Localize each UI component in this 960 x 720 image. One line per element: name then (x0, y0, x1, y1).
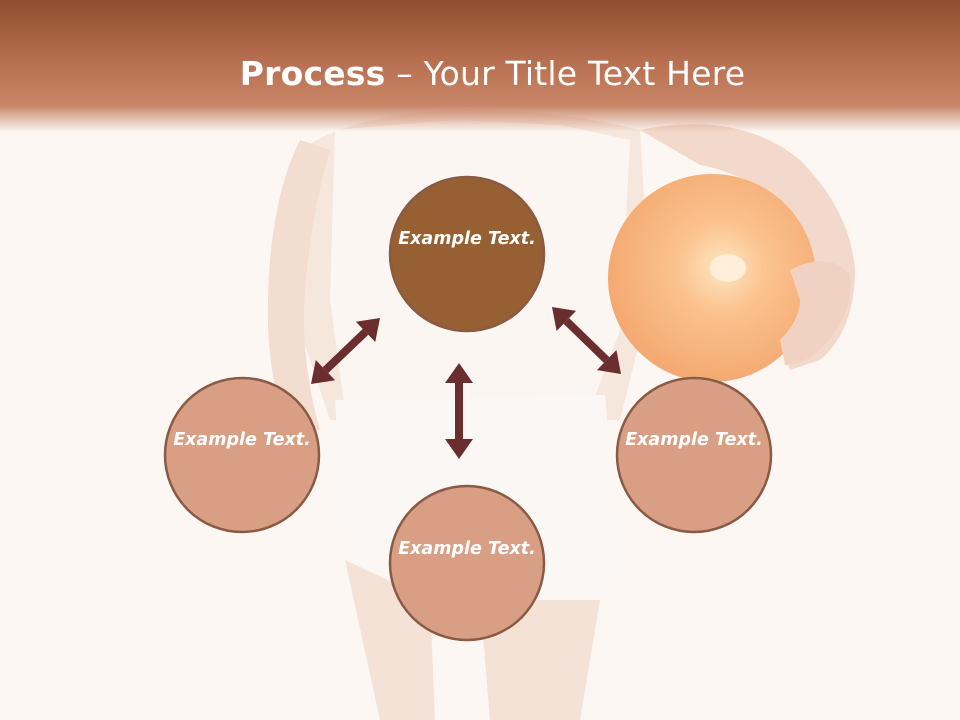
title-rest: Your Title Text Here (423, 54, 746, 93)
arrow-shaft (322, 328, 369, 374)
figure-right-leg (480, 600, 600, 720)
arrow-head (311, 360, 336, 384)
arrow-head (445, 363, 473, 383)
node-top-label: Example Text. (398, 229, 536, 249)
ball-highlight (710, 254, 746, 282)
node-bottom-label: Example Text. (398, 539, 536, 559)
arrow-head (596, 350, 621, 374)
figure-left-arm (267, 140, 330, 430)
slide-title: Process – Your Title Text Here (0, 52, 960, 96)
node-left-label: Example Text. (173, 430, 311, 450)
double-arrow-upper-left (311, 318, 380, 384)
arrow-head (355, 318, 380, 342)
node-left[interactable] (163, 376, 321, 534)
node-bottom[interactable] (388, 484, 546, 642)
title-bar (0, 0, 960, 132)
arrow-head (552, 307, 577, 331)
arrow-shaft (563, 318, 610, 363)
node-top[interactable] (388, 175, 546, 333)
node-right-label: Example Text. (625, 430, 763, 450)
arrow-head (445, 439, 473, 459)
orange-ball (608, 174, 816, 382)
figure-hand (780, 261, 851, 365)
double-arrow-upper-right (552, 307, 621, 374)
node-right[interactable] (615, 376, 773, 534)
title-bold: Process (239, 54, 386, 93)
title-separator: – (385, 54, 424, 93)
double-arrow-center (445, 363, 473, 459)
